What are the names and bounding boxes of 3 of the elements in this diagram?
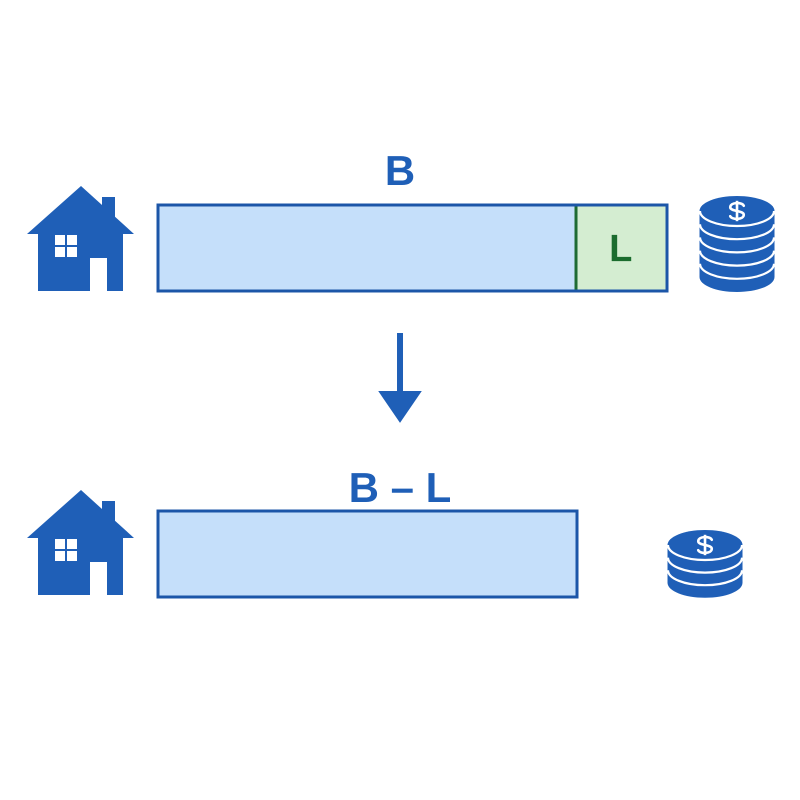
bar-heading: B – L (351, 473, 450, 502)
bar-segment: L (574, 206, 666, 290)
bar-heading: B (388, 156, 414, 185)
